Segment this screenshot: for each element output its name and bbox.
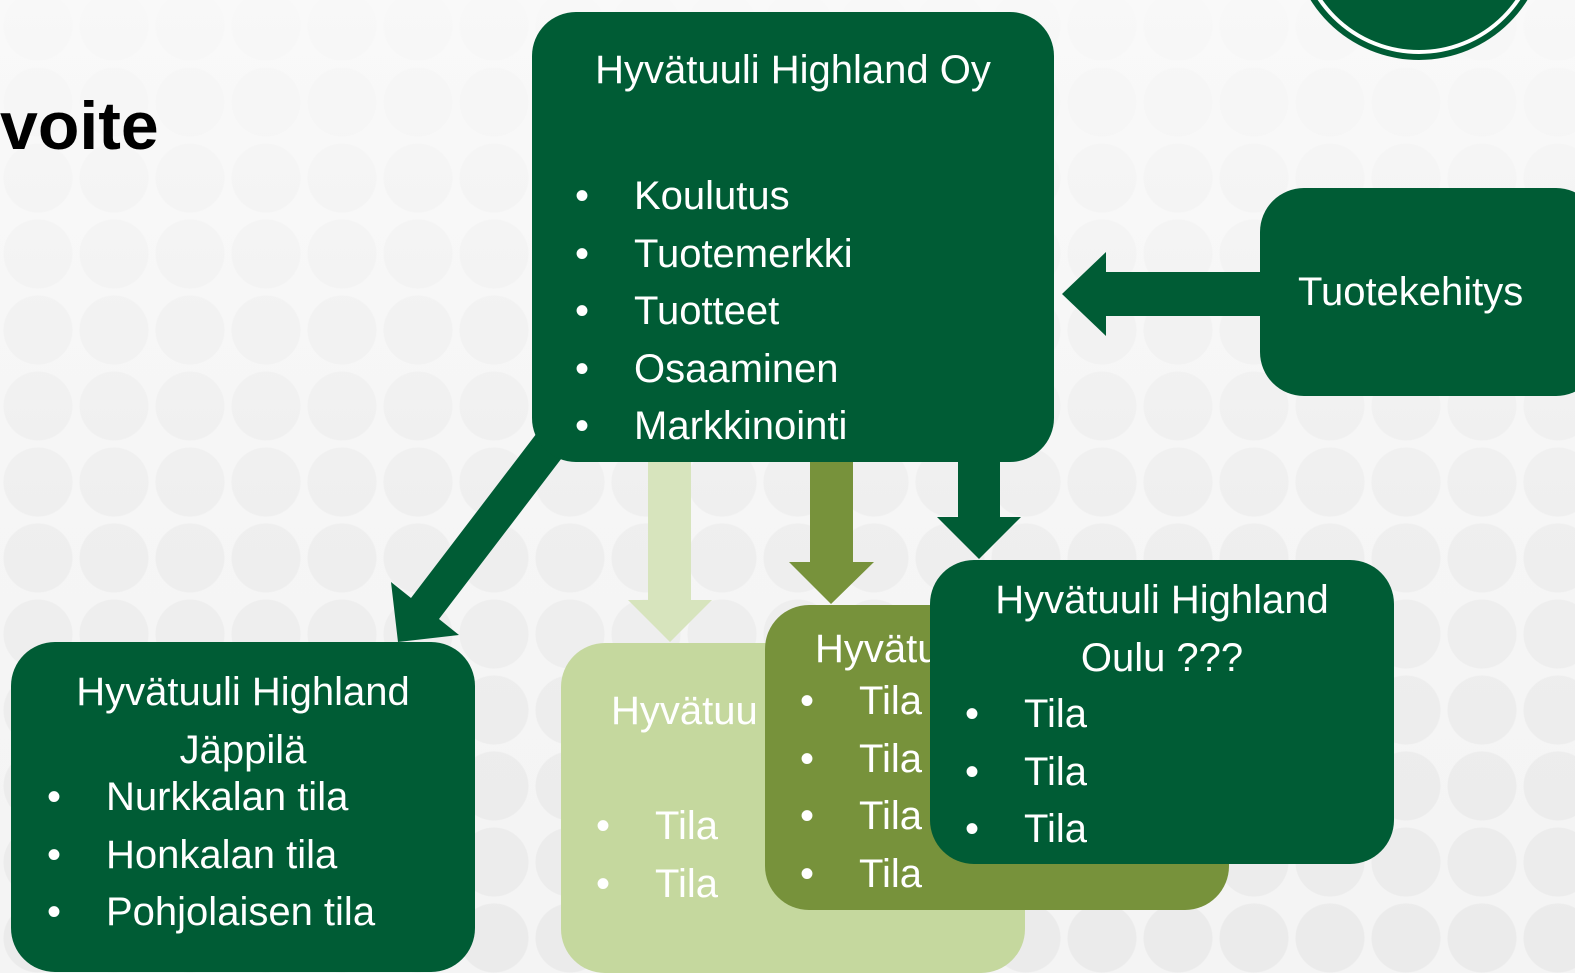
box-heading: Hyvätuuli Highland Oulu ???	[930, 572, 1394, 687]
japila-list: Nurkkalan tila Honkalan tila Pohjolaisen…	[47, 769, 375, 942]
list-item: Markkinointi	[575, 398, 853, 456]
hyvatuuli-highland-oy-box: Hyvätuuli Highland Oy Koulutus Tuotemerk…	[532, 12, 1054, 462]
japila-box: Hyvätuuli Highland Jäppilä Nurkkalan til…	[11, 642, 475, 972]
arrow-top-to-oulu-box	[937, 462, 1021, 559]
box-heading: Hyvätuuli Highland Jäppilä	[11, 664, 475, 779]
list-item: Tila	[800, 846, 922, 904]
connector-arrows	[391, 252, 1265, 642]
arrow-top-to-japila	[391, 420, 571, 642]
top-box-list: Koulutus Tuotemerkki Tuotteet Osaaminen …	[575, 168, 853, 456]
heading-line: Hyvätuuli Highland	[995, 578, 1329, 622]
list-item: Nurkkalan tila	[47, 769, 375, 827]
list-item: Tila	[800, 788, 922, 846]
arrow-tuotekehitys-to-top	[1062, 252, 1265, 336]
arrow-top-to-olive-box	[789, 462, 874, 604]
list-item: Tila	[596, 856, 718, 914]
list-item: Honkalan tila	[47, 827, 375, 885]
box-heading: Hyvätu	[815, 627, 940, 671]
list-item: Tila	[596, 798, 718, 856]
list-item: Tuotemerkki	[575, 226, 852, 284]
list-item: Pohjolaisen tila	[47, 884, 375, 942]
list-item: Tuotteet	[575, 283, 853, 341]
list-item: Osaaminen	[575, 341, 853, 399]
olive-box-list: Tila Tila Tila Tila	[800, 673, 922, 904]
heading-line: Jäppilä	[179, 727, 307, 772]
list-item: Koulutus	[575, 168, 853, 226]
oulu-box-list: Tila Tila Tila	[965, 686, 1087, 859]
heading-line: Oulu ???	[1080, 635, 1244, 680]
list-item: Tila	[965, 686, 1087, 744]
list-item: Tila	[965, 744, 1087, 802]
tuotekehitys-box: Tuotekehitys	[1260, 188, 1575, 396]
list-item: Tila	[800, 673, 922, 731]
oulu-box: Hyvätuuli Highland Oulu ??? Tila Tila Ti…	[930, 560, 1394, 864]
slide-title: voite	[0, 88, 159, 164]
heading-line: Hyvätuuli Highland	[76, 670, 410, 714]
box-heading: Hyvätuu	[611, 689, 758, 733]
list-item: Tila	[965, 801, 1087, 859]
box-label: Tuotekehitys	[1298, 270, 1524, 314]
light-box-list: Tila Tila	[596, 798, 718, 914]
list-item: Tila	[800, 731, 922, 789]
arrow-top-to-light-box	[628, 462, 712, 642]
box-heading: Hyvätuuli Highland Oy	[595, 48, 991, 92]
